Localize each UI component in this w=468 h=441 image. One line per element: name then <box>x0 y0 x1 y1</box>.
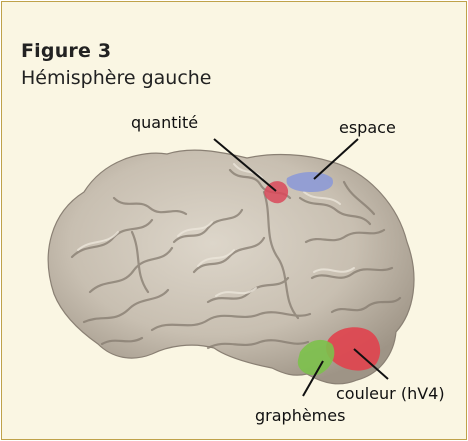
label-quantity: quantité <box>131 113 198 132</box>
region-space <box>287 172 333 192</box>
label-space: espace <box>339 118 396 137</box>
label-color-hv4: couleur (hV4) <box>336 384 445 403</box>
label-graphemes: graphèmes <box>255 406 345 425</box>
